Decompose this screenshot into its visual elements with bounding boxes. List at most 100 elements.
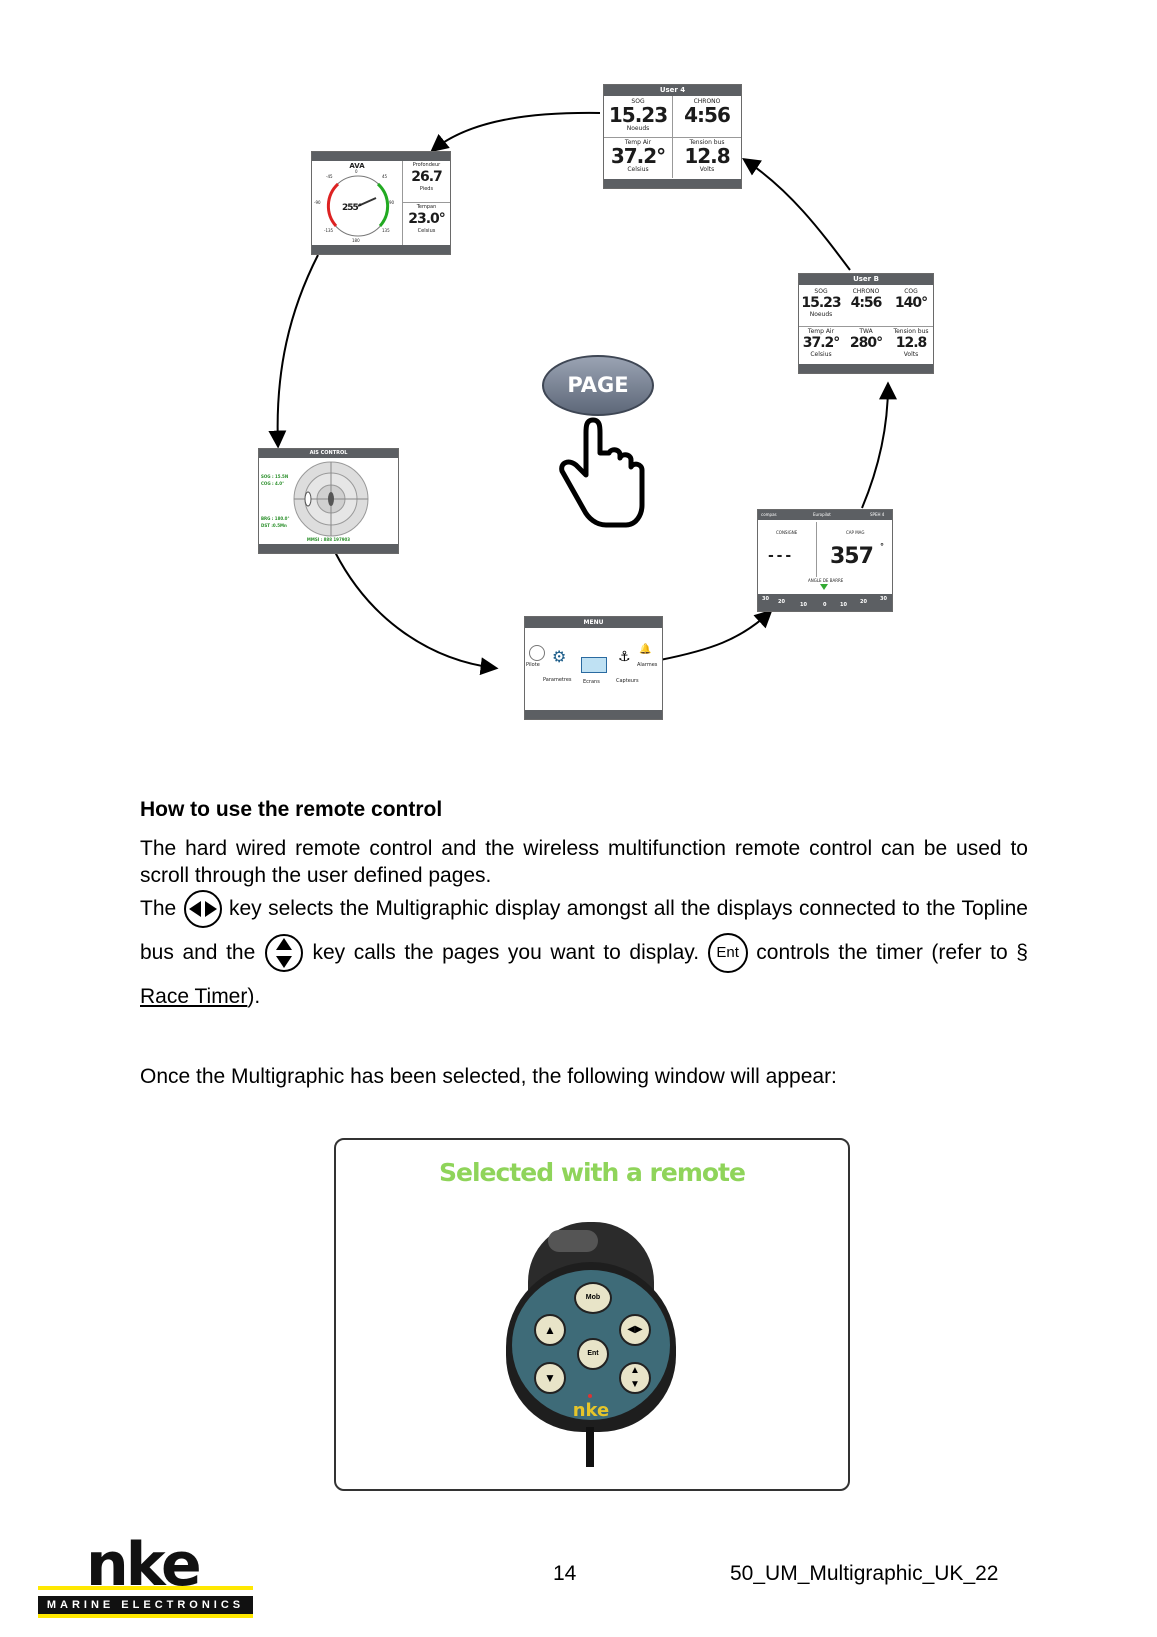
- text-segment: key selects the Multigraphic display amo…: [140, 897, 1028, 964]
- cap-value: 357: [830, 544, 874, 569]
- document-id: 50_UM_Multigraphic_UK_22: [730, 1562, 999, 1585]
- ais-line: COG : 4.0°: [261, 481, 285, 486]
- cell-value: 4:56: [850, 295, 883, 311]
- ais-line: SOG : 15.5N: [261, 474, 289, 479]
- logo-subtitle: MARINE ELECTRONICS: [38, 1596, 253, 1618]
- paragraph-keys: The key selects the Multigraphic display…: [140, 887, 1028, 1019]
- screen-title: MENU: [525, 617, 662, 628]
- page-button-label: PAGE: [567, 373, 629, 397]
- cell-label: Tempan: [416, 204, 437, 210]
- race-timer-link[interactable]: Race Timer: [140, 985, 248, 1008]
- cell-value: 280°: [849, 335, 883, 351]
- mob-button[interactable]: Mob: [574, 1282, 612, 1314]
- up-down-button[interactable]: ▲▼: [619, 1362, 651, 1394]
- arrow-user4-to-ava: [430, 111, 601, 153]
- cell-unit: Noeuds: [626, 125, 650, 132]
- screen-title: User B: [799, 274, 933, 285]
- cell-label: SOG: [631, 98, 645, 105]
- cell-value: 12.8: [684, 144, 730, 168]
- section-heading: How to use the remote control: [140, 798, 443, 821]
- tick-label: 45: [382, 174, 388, 179]
- cycle-arrows: [268, 111, 897, 676]
- remote-brand: nke: [572, 1400, 610, 1421]
- scale-tick: 30: [762, 596, 769, 602]
- cell-label: Tension bus: [893, 328, 929, 335]
- header-mid: Europilot: [813, 512, 831, 517]
- screen-title: AVA: [349, 162, 365, 170]
- scale-tick: 10: [800, 602, 807, 608]
- screen-menu: MENU ⚙ ⚓ 🔔 Pilote Parametres Ecrans Capt…: [524, 616, 663, 720]
- ais-mmsi: MMSI : 888 197903: [306, 537, 351, 542]
- text-segment: key calls the pages you want to display.: [312, 941, 700, 964]
- bell-icon: 🔔: [639, 644, 652, 655]
- scale-tick: 30: [880, 596, 887, 602]
- cell-label: CHRONO: [693, 98, 721, 105]
- paragraph-intro: The hard wired remote control and the wi…: [140, 837, 1028, 887]
- paragraph-selected: Once the Multigraphic has been selected,…: [140, 1065, 837, 1088]
- menu-item-label: Alarmes: [637, 662, 658, 668]
- arrow-menu-to-autopilot: [659, 609, 773, 661]
- tick-label: -135: [324, 228, 334, 233]
- text-segment: ).: [247, 985, 261, 1008]
- consigne-value: - - -: [768, 548, 791, 564]
- remote-control: Mob ▲ ◀▶ Ent ▼ ▲▼ nke: [506, 1222, 676, 1467]
- tick-label: -90: [314, 200, 321, 205]
- menu-item-label: Pilote: [526, 662, 540, 668]
- cell-value: 4:56: [684, 103, 731, 127]
- tick-label: -45: [326, 174, 333, 179]
- cell-label: Temp Air: [624, 139, 652, 146]
- window-title: Selected with a remote: [439, 1158, 746, 1187]
- cell-value: 26.7: [411, 169, 443, 185]
- cell-value: 37.2°: [802, 335, 841, 351]
- screen-autopilot: compas Europilot SPEH 4 CONSIGNE CAP MAG…: [757, 509, 893, 612]
- ent-key-label: Ent: [716, 944, 739, 962]
- page-button[interactable]: PAGE: [542, 355, 654, 416]
- screen-ais: AIS CONTROL SOG : 15.5N COG : 4.0° BRG :…: [258, 448, 399, 554]
- down-button[interactable]: ▼: [534, 1362, 566, 1394]
- consigne-label: CONSIGNE: [776, 530, 798, 535]
- screen-user4: User 4 SOG 15.23 Noeuds CHRONO 4:56 Temp…: [603, 84, 742, 189]
- screen-userB: User B SOG 15.23 Noeuds CHRONO 4:56 COG …: [798, 273, 934, 374]
- cell-value: 23.0°: [408, 211, 446, 227]
- scale-tick: 20: [778, 599, 785, 605]
- header-left: compas: [761, 512, 777, 517]
- header-right: SPEH 4: [870, 512, 885, 517]
- cell-value: 37.2°: [610, 144, 666, 168]
- screen-title: AIS CONTROL: [259, 449, 398, 458]
- ais-radar: [293, 461, 369, 537]
- ais-line: BRG : 180.0°: [261, 516, 290, 521]
- menu-item-label: Capteurs: [616, 678, 639, 684]
- arrow-userB-to-user4: [742, 158, 851, 271]
- angle-label: ANGLE DE BARRE: [808, 578, 844, 583]
- logo-word: nke: [86, 1530, 202, 1600]
- cell-unit: Pieds: [419, 186, 434, 192]
- pointing-hand-icon: [559, 417, 645, 528]
- cell-unit: Noeuds: [809, 311, 833, 318]
- cell-unit: Celsius: [627, 166, 649, 173]
- up-down-key-icon: [264, 934, 303, 973]
- ais-line: DST :0.5Mn: [261, 523, 287, 528]
- up-button[interactable]: ▲: [534, 1314, 566, 1346]
- gauge-icon: [529, 645, 545, 661]
- menu-item-label: Parametres: [543, 677, 572, 683]
- led-indicator: [588, 1394, 592, 1398]
- arrow-autopilot-to-userB: [861, 381, 897, 509]
- ent-button[interactable]: Ent: [577, 1338, 609, 1370]
- scale-tick: 20: [860, 599, 867, 605]
- cell-label: Tension bus: [689, 139, 725, 146]
- page-cycle-diagram: User 4 SOG 15.23 Noeuds CHRONO 4:56 Temp…: [0, 0, 1157, 760]
- page-number: 14: [553, 1562, 577, 1585]
- cell-label: COG: [904, 288, 918, 295]
- cell-unit: Volts: [903, 351, 919, 358]
- screens-icon: [581, 657, 607, 673]
- cell-unit: Celsius: [810, 351, 832, 358]
- footer-logo: nke MARINE ELECTRONICS: [38, 1530, 253, 1618]
- left-right-button[interactable]: ◀▶: [619, 1314, 651, 1346]
- menu-item-label: Ecrans: [583, 679, 600, 685]
- text-segment: The: [140, 897, 177, 920]
- scale-tick: 0: [823, 602, 827, 608]
- mob-label: Mob: [585, 1294, 601, 1301]
- cell-label: CHRONO: [852, 288, 880, 295]
- cell-value: 15.23: [801, 295, 841, 311]
- cell-unit: Celsius: [417, 228, 436, 234]
